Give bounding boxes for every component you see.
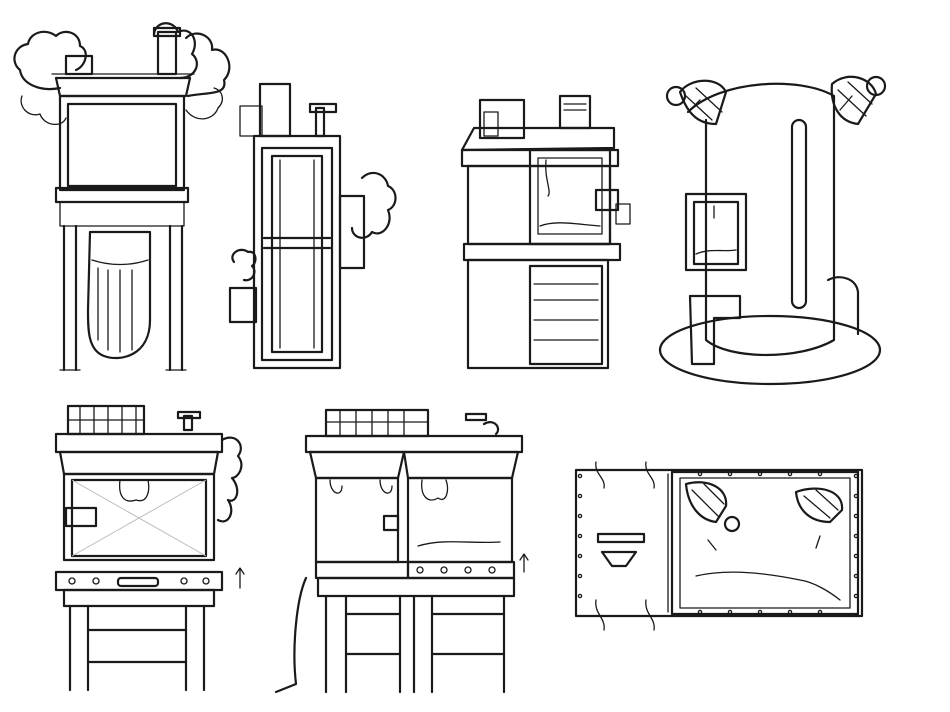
machine-tall-cabinet-with-pipes (13, 22, 231, 372)
machine-cylinder-with-claws (658, 75, 887, 386)
machine-double-claw-cabinet (274, 408, 529, 694)
machine-narrow-tower (228, 82, 397, 370)
machine-panel-detail (574, 461, 864, 631)
machine-booth-with-window (460, 94, 631, 370)
machine-claw-cabinet-on-stand (54, 404, 245, 692)
